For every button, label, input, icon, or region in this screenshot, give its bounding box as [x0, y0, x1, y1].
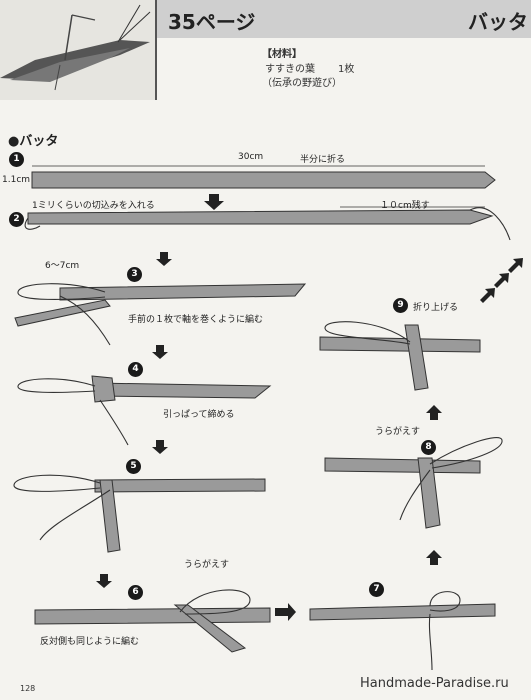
loop-step-4	[17, 378, 96, 393]
leaf-step-9-stem	[404, 324, 429, 391]
thread-step-4	[99, 399, 129, 446]
step-number-6: 6	[128, 585, 143, 600]
width-label: 1.1cm	[2, 175, 31, 185]
loop-step-8	[429, 437, 503, 469]
leaf-step-5	[94, 478, 266, 493]
title-bar	[157, 0, 531, 38]
step-number-3: 3	[127, 267, 142, 282]
arrow-down-6	[96, 574, 112, 588]
loop-step-3	[17, 283, 106, 300]
loop-step-6	[179, 589, 251, 615]
arrow-down-5	[152, 440, 168, 454]
loop-step-7	[429, 591, 461, 612]
flip-label-1: うらがえす	[184, 560, 230, 570]
material-note: （伝承の野遊び）	[262, 78, 342, 89]
step-number-2: 2	[9, 212, 24, 227]
thread-step-8	[399, 469, 431, 521]
step-number-7: 7	[369, 582, 384, 597]
leaf-step-6-stem	[173, 604, 247, 653]
arrow-down-1	[204, 194, 224, 210]
cut-label: 1ミリくらいの切込みを入れる	[32, 201, 155, 211]
grasshopper-photo	[0, 0, 155, 100]
thread-step-2	[24, 207, 511, 241]
arrow-down-4	[152, 345, 168, 359]
loop-step-9	[324, 321, 411, 345]
leaf-step-1	[31, 171, 496, 189]
repeat-label: 反対側も同じように編む	[40, 637, 140, 647]
tighten-label: 引っぱって締める	[163, 410, 235, 420]
remain-label: １０cm残す	[380, 201, 430, 211]
arrow-diag-9-b	[494, 273, 509, 288]
leaf-step-4-knot	[91, 375, 116, 403]
fold-half-label: 半分に折る	[300, 155, 346, 165]
step-number-8: 8	[421, 440, 436, 455]
material-qty: 1枚	[338, 64, 355, 75]
leaf-step-8	[324, 457, 481, 474]
step-number-1: 1	[9, 152, 24, 167]
arrow-up-8-9	[426, 405, 442, 420]
arrow-diag-9-c	[508, 258, 523, 273]
section-title: ●バッタ	[8, 134, 59, 149]
step-number-5: 5	[126, 459, 141, 474]
page-number: 128	[20, 684, 36, 693]
leaf-step-2	[27, 209, 494, 225]
page-title: 35ページ	[168, 10, 256, 34]
arrow-up-7-8	[426, 550, 442, 565]
material-item: すすきの葉	[265, 64, 315, 75]
fold-up-label: 折り上げる	[413, 303, 459, 313]
arrow-right-6-7	[275, 603, 296, 621]
length-label: 30cm	[238, 152, 264, 162]
size-label: 6〜7cm	[45, 261, 80, 271]
grasshopper-image	[0, 0, 155, 100]
thread-step-5	[39, 489, 111, 541]
thread-step-7	[428, 613, 433, 671]
step-number-4: 4	[128, 362, 143, 377]
leaf-step-3-tail	[14, 299, 111, 327]
flip-label-2: うらがえす	[375, 427, 421, 437]
page-title-right: バッタ	[468, 10, 528, 34]
leaf-step-4	[94, 382, 272, 399]
site-watermark: Handmade-Paradise.ru	[360, 676, 509, 691]
thread-step-3	[59, 295, 111, 346]
step-number-9: 9	[393, 298, 408, 313]
arrow-down-3	[156, 252, 172, 266]
weave-label: 手前の１枚で軸を巻くように編む	[128, 315, 264, 325]
leaf-step-8-stem	[417, 457, 441, 529]
materials-heading: 【材料】	[262, 49, 302, 60]
leaf-step-7	[309, 603, 496, 621]
leaf-step-5-stem	[99, 479, 121, 553]
arrow-diag-9-a	[480, 288, 495, 303]
header-box	[155, 0, 531, 100]
loop-step-5	[13, 474, 101, 492]
leaf-step-9	[319, 336, 481, 353]
